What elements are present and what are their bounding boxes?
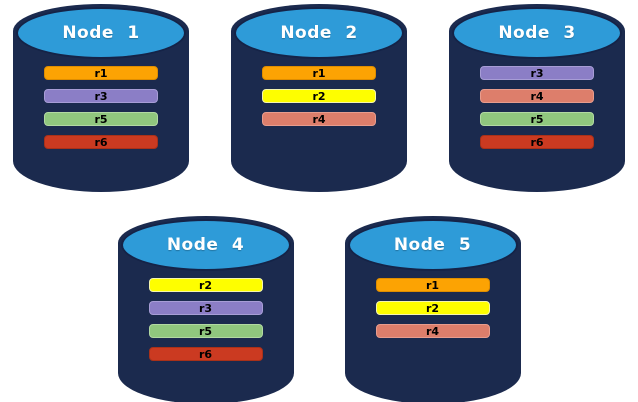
node-cylinder: Node 3 r3 r4 r5 r6 <box>449 4 625 192</box>
cylinder-top-ellipse: Node 4 <box>120 219 291 271</box>
replica-bar: r1 <box>262 66 376 80</box>
replica-bar: r4 <box>375 324 490 338</box>
node-label: Node 3 <box>498 23 576 43</box>
node-label: Node 5 <box>393 235 472 255</box>
node-label: Node 2 <box>280 23 358 43</box>
node-cylinder: Node 2 r1 r2 r4 <box>231 4 407 192</box>
replica-list: r2 r3 r5 r6 <box>118 278 294 361</box>
node-label: Node 1 <box>62 23 140 43</box>
cylinder-top-ellipse: Node 2 <box>234 7 404 59</box>
node-cylinder: Node 1 r1 r3 r5 r6 <box>13 4 189 192</box>
cylinder-top-ellipse: Node 1 <box>16 7 186 59</box>
replica-bar: r5 <box>44 112 158 126</box>
replica-bar: r2 <box>375 301 490 315</box>
replica-bar: r4 <box>480 89 594 103</box>
replica-list: r1 r2 r4 <box>345 278 521 338</box>
replica-bar: r2 <box>262 89 376 103</box>
replica-list: r1 r2 r4 <box>231 66 407 126</box>
replica-bar: r5 <box>480 112 594 126</box>
replica-bar: r1 <box>44 66 158 80</box>
replica-list: r3 r4 r5 r6 <box>449 66 625 149</box>
node-cylinder: Node 4 r2 r3 r5 r6 <box>117 216 294 402</box>
replica-bar: r3 <box>148 301 263 315</box>
node-label: Node 4 <box>166 235 245 255</box>
replica-bar: r4 <box>262 112 376 126</box>
replica-bar: r2 <box>148 278 263 292</box>
replica-bar: r6 <box>148 347 263 361</box>
replica-bar: r6 <box>44 135 158 149</box>
replica-bar: r3 <box>480 66 594 80</box>
cylinder-top-ellipse: Node 5 <box>347 219 518 271</box>
replica-bar: r5 <box>148 324 263 338</box>
node-row: Node 4 r2 r3 r5 r6 Node 5 r1 r2 r4 <box>117 216 521 402</box>
cylinder-top-ellipse: Node 3 <box>452 7 622 59</box>
replica-list: r1 r3 r5 r6 <box>13 66 189 149</box>
replica-bar: r6 <box>480 135 594 149</box>
node-row: Node 1 r1 r3 r5 r6 Node 2 r1 r2 r4 Node 3 r3 r4 r5 r6 <box>13 4 625 192</box>
node-cylinder: Node 5 r1 r2 r4 <box>344 216 521 402</box>
replica-bar: r3 <box>44 89 158 103</box>
replica-bar: r1 <box>375 278 490 292</box>
